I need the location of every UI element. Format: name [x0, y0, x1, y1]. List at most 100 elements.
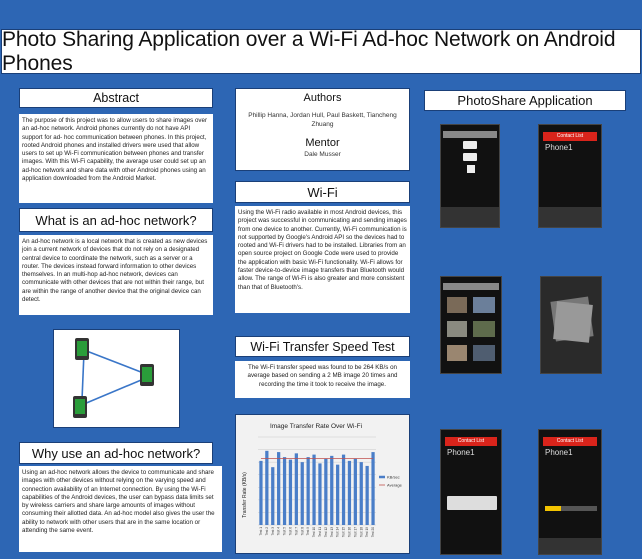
photo-stack-image-icon [553, 301, 593, 343]
why-heading: Why use an ad-hoc network? [19, 442, 213, 464]
chart-bar [265, 450, 269, 525]
adhoc-heading: What is an ad-hoc network? [19, 208, 213, 232]
chart-x-tick-label: Test 2 [265, 527, 269, 536]
contact-list-bar: Contact List [445, 437, 497, 446]
chart-x-tick-label: Test 4 [277, 527, 281, 536]
chart-x-tick-label: Test 20 [371, 527, 375, 538]
why-heading-text: Why use an ad-hoc network? [31, 445, 201, 461]
chart-bar [277, 452, 281, 525]
chart-title: Image Transfer Rate Over Wi-Fi [270, 423, 362, 430]
gallery-thumb-icon [473, 321, 495, 337]
chart-x-tick-label: Test 17 [353, 527, 357, 538]
authors-names: Phillip Hanna, Jordan Hull, Paul Baskett… [248, 112, 397, 128]
network-diagram [53, 329, 180, 428]
chart-bar [347, 460, 352, 525]
progress-track [545, 506, 597, 511]
chart-bar [259, 460, 263, 525]
chart-x-tick-label: Test 19 [365, 527, 369, 538]
chart-bar [371, 452, 375, 525]
speed-heading: Wi-Fi Transfer Speed Test [235, 336, 410, 357]
chart-x-tick-label: Test 5 [283, 527, 287, 536]
sending-dialog [447, 496, 497, 510]
chart-bar [271, 467, 275, 525]
app-screenshot-photo-stack [540, 276, 602, 374]
screenshot-menu-bar [539, 207, 601, 227]
gallery-thumb-icon [473, 297, 495, 313]
screenshot-dialog-button-icon [463, 141, 477, 149]
chart-x-tick-label: Test 7 [294, 527, 298, 536]
gallery-thumb-icon [447, 321, 467, 337]
contact-list-bar: Contact List [543, 132, 597, 141]
chart-bar [324, 458, 328, 525]
progress-fill [545, 506, 561, 511]
abstract-body: The purpose of this project was to allow… [19, 114, 213, 203]
app-screenshot-progress: Contact List Phone1 [538, 429, 602, 555]
speed-body: The Wi-Fi transfer speed was found to be… [235, 361, 410, 398]
chart-x-tick-label: Test 9 [306, 527, 310, 536]
network-diagram-svg [73, 338, 154, 418]
chart-legend-label: KB/sec [387, 475, 400, 480]
chart-x-tick-label: Test 3 [271, 527, 275, 536]
chart-x-tick-label: Test 16 [347, 527, 351, 538]
chart-legend-label: Average [387, 483, 403, 488]
chart-x-tick-label: Test 14 [336, 527, 340, 538]
abstract-heading-text: Abstract [93, 91, 139, 105]
transfer-rate-chart-svg: Image Transfer Rate Over Wi-Fi Transfer … [242, 423, 403, 538]
authors-heading: Authors [303, 92, 342, 104]
chart-x-tick-label: Test 11 [318, 527, 322, 537]
wifi-heading-text: Wi-Fi [307, 184, 338, 200]
gallery-thumb-icon [447, 297, 467, 313]
chart-x-tick-label: Test 12 [324, 527, 328, 538]
chart-bar [300, 462, 304, 525]
speed-heading-text: Wi-Fi Transfer Speed Test [250, 339, 395, 354]
abstract-heading: Abstract [19, 88, 213, 108]
contact-list-item: Phone1 [447, 448, 475, 457]
chart-bar [294, 453, 298, 525]
app-screenshot-network-setup [440, 124, 500, 228]
gallery-thumb-icon [447, 345, 467, 361]
chart-bar [341, 454, 346, 525]
poster-title: Photo Sharing Application over a Wi-Fi A… [2, 27, 616, 75]
mentor-heading: Mentor [305, 137, 340, 149]
chart-x-tick-label: Test 6 [288, 527, 292, 536]
phone-node-2 [140, 364, 154, 386]
chart-x-tick-label: Test 10 [312, 527, 316, 538]
chart-bar [365, 465, 369, 525]
chart-x-tick-label: Test 1 [259, 527, 263, 536]
contact-list-item: Phone1 [545, 448, 573, 457]
contact-list-item: Phone1 [545, 143, 573, 152]
wifi-body: Using the Wi-Fi radio available in most … [235, 206, 410, 313]
screenshot-status-bar [443, 283, 499, 290]
chart-grid [258, 436, 376, 526]
chart-bar [359, 462, 363, 525]
chart-x-tick-label: Test 18 [359, 527, 363, 538]
network-links [81, 349, 147, 405]
chart-bar [312, 454, 316, 525]
why-body: Using an ad-hoc network allows the devic… [19, 466, 222, 552]
adhoc-heading-text: What is an ad-hoc network? [35, 212, 197, 228]
wifi-heading: Wi-Fi [235, 181, 410, 203]
chart-x-tick-label: Test 8 [300, 527, 304, 536]
mentor-name: Dale Musser [304, 151, 341, 158]
app-screenshot-sending: Contact List Phone1 [440, 429, 502, 555]
chart-y-axis-label: Transfer Rate (KB/s) [242, 472, 248, 518]
app-heading: PhotoShare Application [424, 90, 626, 111]
app-screenshot-contact-list: Contact List Phone1 [538, 124, 602, 228]
chart-bar [318, 463, 322, 525]
gallery-thumb-icon [473, 345, 495, 361]
phone-node-1 [75, 338, 89, 360]
chart-bar [306, 457, 310, 525]
screenshot-menu-bar [441, 207, 499, 227]
poster-title-box: Photo Sharing Application over a Wi-Fi A… [1, 27, 641, 75]
chart-bar [330, 455, 334, 525]
screenshot-dialog-button-icon-2 [463, 153, 477, 161]
authors-box: Authors Phillip Hanna, Jordan Hull, Paul… [235, 88, 410, 171]
chart-x-tick-label: Test 15 [342, 527, 346, 538]
screenshot-menu-bar [539, 538, 601, 554]
phone-node-3 [73, 396, 87, 418]
chart-bars [259, 450, 375, 525]
contact-list-bar: Contact List [543, 437, 597, 446]
app-screenshot-gallery [440, 276, 502, 374]
